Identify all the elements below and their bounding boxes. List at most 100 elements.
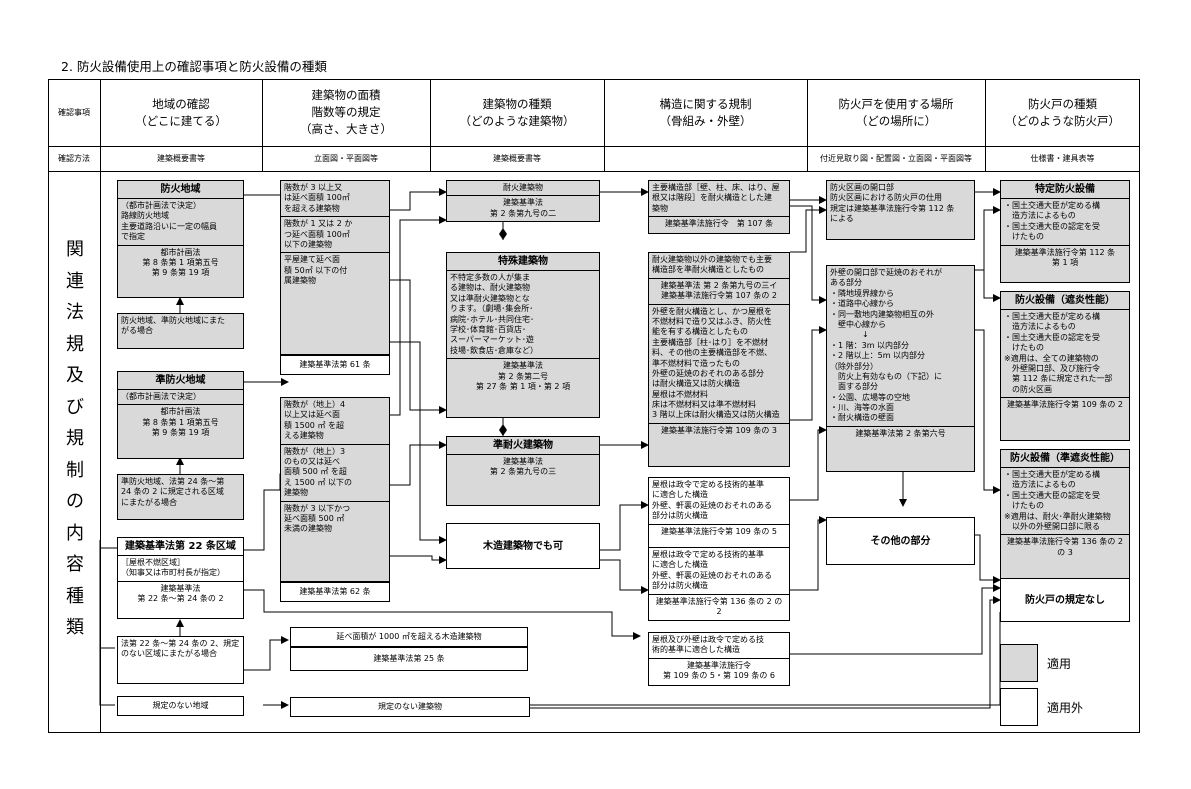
header-col-0: 地域の確認（どこに建てる） [100, 79, 262, 146]
box-line: 建築基準法施行令第 112 条 [1014, 247, 1116, 257]
box-line: 面積 500 ㎡ を超 [284, 467, 347, 477]
box-b-size1-law: 建築基準法第 61 条 [280, 355, 390, 375]
header-col-method: 建築概要書等 [493, 153, 541, 163]
box-b-taika: 耐火建築物建築基準法第 2 条第九号の二 [446, 180, 600, 222]
box-s1: 主要構造部［壁、柱、床、はり、屋根又は階段］を耐火構造とした建築物建築基準法施行… [648, 180, 790, 234]
box-line: 第 2 条第九号の二 [489, 208, 557, 218]
box-line: ・川、海等の水面 [830, 403, 894, 413]
box-line: けたもの [1004, 232, 1044, 242]
box-line: 建築基準法 [503, 198, 543, 208]
header-col-sub: （どの場所に） [855, 113, 937, 128]
box-line: （都市計画法で決定） [121, 392, 201, 401]
box-line: 未満の建築物 [284, 524, 332, 534]
box-section: 防火設備（遮炎性能） [1001, 292, 1129, 309]
box-line: 属建築物 [284, 276, 316, 286]
header-col-method: 立面図・平面図等 [314, 153, 378, 163]
header-col-2: 建築物の種類（どのような建築物） [430, 79, 604, 146]
box-line: ・国土交通大臣の認定を受 [1004, 332, 1100, 342]
box-t3: 防火設備（準遮炎性能）・国土交通大臣が定める構 造方法によるもの・国土交通大臣の… [1000, 449, 1130, 589]
box-line: 準不燃材料で造ったもの [652, 358, 740, 368]
box-section: 外壁の開口部で延焼のおそれがある部分・隣地境界線から・道路中心線から・同一敷地内… [827, 266, 974, 426]
box-line: 平屋建て延べ面 [284, 255, 340, 265]
header-col-title: 構造に関する規制 [659, 96, 752, 111]
box-line: その他の部分 [870, 535, 931, 547]
box-line: ・同一敷地内建築物相互の外 [830, 309, 934, 319]
box-b-bouka: 防火地域（都市計画法で決定）路線防火地域主要道路沿いに一定の幅員で指定都市計画法… [117, 180, 244, 298]
box-line: 防火区画における防火戸の仕用 [830, 193, 942, 203]
box-line: 外壁を耐火構造とし、かつ屋根を [652, 306, 772, 316]
box-line: 構造部を準耐火構造としたもの [652, 265, 764, 275]
box-section: 建築基準法 第 2 条第九号の三イ建築基準法施行令第 107 条の 2 [649, 277, 789, 304]
box-line: 第 8 条第 1 項第五号 [142, 257, 219, 267]
box-line: 準防火地域 [155, 375, 206, 386]
box-line: 木造建築物でも可 [483, 540, 563, 552]
box-line: （除外部分） [830, 361, 878, 371]
column-divider [985, 79, 986, 171]
box-line: 床は不燃材料又は準不燃材料 [652, 400, 756, 410]
box-line: ［屋根不燃区域］ [121, 558, 185, 567]
box-line: 主要道路沿いに一定の幅員 [121, 221, 217, 231]
box-line: ・公園、広場等の空地 [830, 392, 910, 402]
box-section: 延べ面積が 1000 ㎡を超える木造建築物 [291, 630, 527, 644]
box-line: 屋根は政令で定める技術的基準 [652, 550, 764, 559]
box-t4: 防火戸の規定なし [1000, 578, 1130, 622]
box-line: 主要構造部［壁、柱、床、はり、屋 [652, 183, 780, 192]
box-b-tokushu: 特殊建築物不特定多数の人が集まる建物は、耐火建築物又は準耐火建築物となります。（… [446, 252, 600, 418]
box-line: 屋根は不燃材料 [652, 389, 708, 399]
box-line: 又は準耐火建築物とな [450, 293, 530, 303]
box-line: 第 22 条〜第 24 条の 2 [137, 594, 224, 604]
box-line: けたもの [1004, 343, 1044, 353]
box-section: その他の部分 [827, 533, 974, 550]
box-b-jun: 準防火地域（都市計画法で決定）都市計画法第 8 条第 1 項第五号第 9 条第 … [117, 371, 244, 459]
legend-applied-swatch [1000, 644, 1038, 682]
box-s5: 屋根及び外壁は政令で定める技術的基準に適合した構造建築基準法施行令第 109 条… [648, 632, 790, 686]
side-char: 規 [66, 428, 84, 449]
box-line: 建築物 [284, 488, 308, 498]
box-section: 規定のない建築物 [291, 700, 529, 714]
box-section: 平屋建て延べ面積 50㎡ 以下の付属建築物 [281, 252, 389, 288]
box-line: 第 8 条第 1 項第五号 [142, 417, 219, 427]
box-line: 準耐火建築物 [493, 440, 553, 451]
box-line: 防火設備（遮炎性能） [1015, 295, 1115, 306]
box-line: 建築基準法第 22 条区域 [125, 541, 236, 552]
box-line: の防火区画 [1004, 384, 1052, 394]
side-char: 連 [66, 270, 84, 292]
box-line: 根又は階段］を耐火構造とした建 [652, 193, 772, 203]
box-line: 以外の外壁開口部に限る [1004, 521, 1100, 531]
box-line: 積 1500 ㎡ を超 [284, 420, 344, 430]
side-char: 容 [66, 554, 84, 575]
box-line: は耐火構造又は防火構造 [652, 379, 740, 389]
box-line: 部分は防火構造 [652, 511, 708, 521]
box-section: 主要構造部［壁、柱、床、はり、屋根又は階段］を耐火構造とした建築物 [649, 181, 789, 216]
row-label-check-method: 確認方法 [58, 153, 90, 163]
box-line: のもの又は延べ [284, 456, 340, 466]
box-line: 建築基準法 第 2 条第九号の三イ [660, 280, 778, 290]
side-char: 種 [66, 585, 84, 607]
column-divider [807, 79, 808, 171]
box-line: 防火戸の規定なし [1025, 594, 1105, 606]
box-section: （都市計画法で決定） [118, 389, 243, 404]
header-col-method: 仕様書・建具表等 [1030, 153, 1095, 163]
box-section: 屋根は政令で定める技術的基準に適合した構造外壁、軒裏の延焼のおそれのある部分は防… [649, 478, 789, 524]
box-b-law25: 建築基準法第 25 条 [290, 647, 528, 671]
box-line: 以上又は延べ面 [284, 410, 340, 420]
box-line: ・2 階以上：5m 以内部分 [830, 351, 926, 361]
header-col-title: 防火戸の種類 [1028, 96, 1097, 111]
box-line: 外壁、軒裏の延焼のおそれのある [652, 570, 772, 580]
side-char: の [66, 491, 84, 512]
box-section: 法第 22 条〜第 24 条の 2、規定のない区域にまたがる場合 [118, 637, 243, 662]
box-line: 建築基準法 [503, 361, 543, 371]
box-line: 建築基準法第 2 条第六号 [855, 428, 946, 438]
side-char: び [66, 396, 84, 418]
box-line: 建築基準法第 62 条 [299, 586, 371, 596]
box-section: 外壁を耐火構造とし、かつ屋根を不燃材料で造り又はふき、防火性能を有する構造とした… [649, 303, 789, 423]
header-col-5: 防火戸の種類（どのような防火戸） [985, 79, 1140, 146]
header-bottom-divider [48, 171, 1140, 172]
box-line: ・国土交通大臣が定める構 [1004, 470, 1100, 479]
box-line: 造方法によるもの [1004, 480, 1076, 490]
box-line: 建築基準法施行令第 109 条の 5 [661, 526, 777, 536]
box-line: 屋根及び外壁は政令で定める技 [652, 635, 764, 644]
page-title: 2. 防火設備使用上の確認事項と防火設備の種類 [61, 59, 327, 74]
